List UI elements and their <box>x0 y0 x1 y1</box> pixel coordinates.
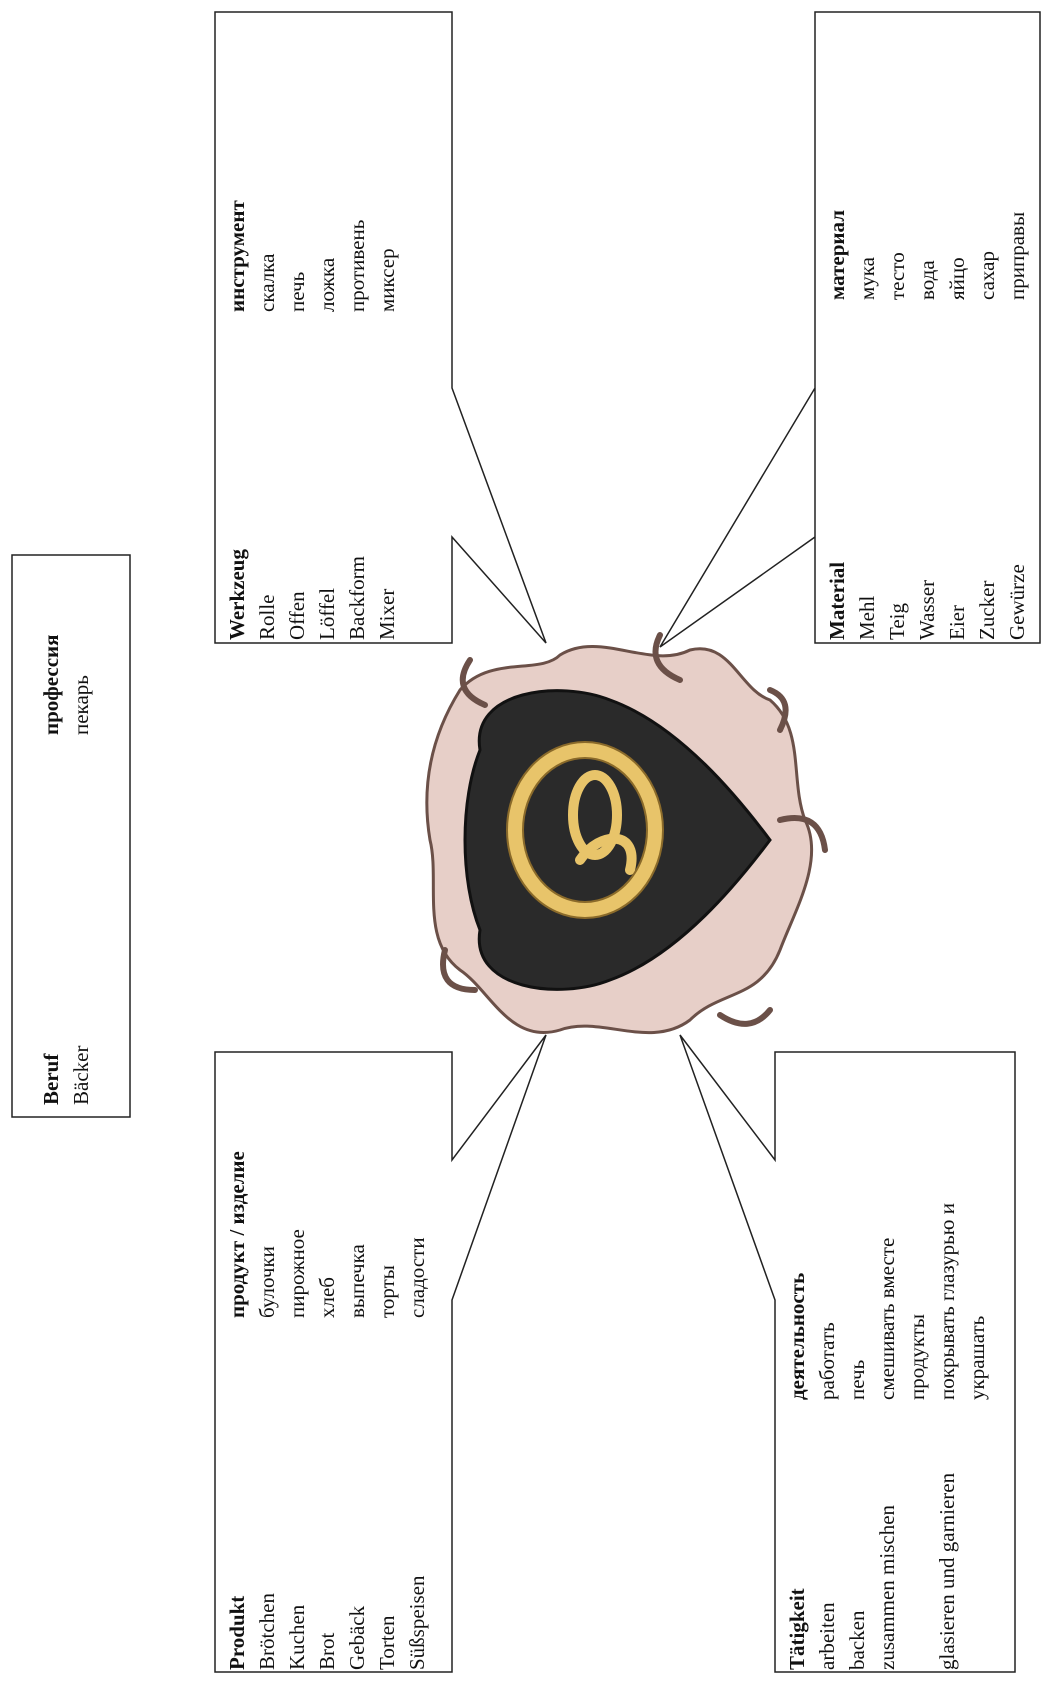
list-item: Wasser <box>915 579 939 640</box>
list-item: Mehl <box>855 595 879 640</box>
list-item: миксер <box>375 248 399 312</box>
list-item: булочки <box>255 1246 279 1318</box>
list-item: Süßspeisen <box>405 1575 429 1671</box>
werkzeug-ru-title: инструмент <box>225 200 249 312</box>
list-item: glasieren und garnieren <box>935 1472 959 1670</box>
beruf-de-value: Bäcker <box>69 1045 93 1105</box>
pretzel-icon <box>507 742 663 918</box>
list-item: яйцо <box>945 257 969 300</box>
produkt-ru-title: продукт / изделие <box>225 1151 249 1318</box>
list-item: украшать <box>965 1315 989 1400</box>
beruf-ru-title: профессия <box>39 634 63 736</box>
taetigkeit-callout <box>679 1034 1016 1673</box>
list-item: продукты <box>905 1313 929 1400</box>
list-item: Teig <box>885 602 909 640</box>
list-item: скалка <box>255 253 279 312</box>
list-item: Brötchen <box>255 1593 279 1670</box>
list-item <box>902 1473 932 1670</box>
list-item: Gewürze <box>1005 564 1029 640</box>
produkt-de-title: Produkt <box>225 1595 249 1670</box>
list-item: хлеб <box>315 1277 339 1318</box>
beruf-de: Beruf Bäcker <box>36 1046 96 1105</box>
list-item: ложка <box>315 257 339 312</box>
material-callout <box>659 11 1041 648</box>
list-item: Löffel <box>315 587 339 640</box>
list-item: торты <box>375 1265 399 1318</box>
taetigkeit-ru-title: деятельность <box>785 1272 809 1400</box>
werkzeug-callout <box>214 11 547 644</box>
werkzeug-de: Werkzeug Rolle Offen Löffel Backform Mix… <box>222 549 402 640</box>
list-item: мука <box>855 257 879 300</box>
list-item: Torten <box>375 1615 399 1670</box>
list-item: Rolle <box>255 594 279 641</box>
list-item: выпечка <box>345 1244 369 1318</box>
taetigkeit-de-title: Tätigkeit <box>785 1588 809 1670</box>
list-item: backen <box>845 1610 869 1670</box>
list-item: Brot <box>315 1632 339 1670</box>
list-item: Mixer <box>375 588 399 640</box>
material-ru: материал мука тесто вода яйцо сахар прип… <box>822 210 1032 300</box>
list-item: пирожное <box>285 1229 309 1318</box>
list-item: покрывать глазурью и <box>935 1203 959 1400</box>
taetigkeit-ru: деятельность работать печь смешивать вме… <box>782 1203 992 1400</box>
material-de: Material Mehl Teig Wasser Eier Zucker Ge… <box>822 562 1032 640</box>
list-item: сладости <box>405 1237 429 1318</box>
werkzeug-de-title: Werkzeug <box>225 549 249 640</box>
produkt-ru: продукт / изделие булочки пирожное хлеб … <box>222 1151 432 1318</box>
list-item: печь <box>285 271 309 312</box>
beruf-ru-value: пекарь <box>69 675 93 735</box>
list-item: сахар <box>975 251 999 300</box>
list-item: arbeiten <box>815 1602 839 1670</box>
produkt-callout <box>214 1034 547 1673</box>
list-item: противень <box>345 219 369 312</box>
list-item: вода <box>915 260 939 300</box>
list-item: печь <box>845 1359 869 1400</box>
list-item: Offen <box>285 591 309 640</box>
material-de-title: Material <box>825 561 849 640</box>
material-ru-title: материал <box>825 210 849 300</box>
list-item: Backform <box>345 556 369 640</box>
list-item: Gebäck <box>345 1605 369 1670</box>
list-item: Kuchen <box>285 1604 309 1670</box>
list-item: приправы <box>1005 211 1029 300</box>
list-item: zusammen mischen <box>875 1504 899 1670</box>
beruf-box <box>11 554 131 1118</box>
list-item: смешивать вместе <box>875 1237 899 1400</box>
werkzeug-ru: инструмент скалка печь ложка противень м… <box>222 200 402 312</box>
produkt-de: Produkt Brötchen Kuchen Brot Gebäck Tort… <box>222 1576 432 1671</box>
beruf-ru: профессия пекарь <box>36 635 96 736</box>
list-item: тесто <box>885 252 909 300</box>
list-item: Zucker <box>975 580 999 640</box>
beruf-de-title: Beruf <box>39 1053 63 1105</box>
list-item: Eier <box>945 605 969 640</box>
list-item: работать <box>815 1322 839 1400</box>
taetigkeit-de: Tätigkeit arbeiten backen zusammen misch… <box>782 1473 962 1670</box>
